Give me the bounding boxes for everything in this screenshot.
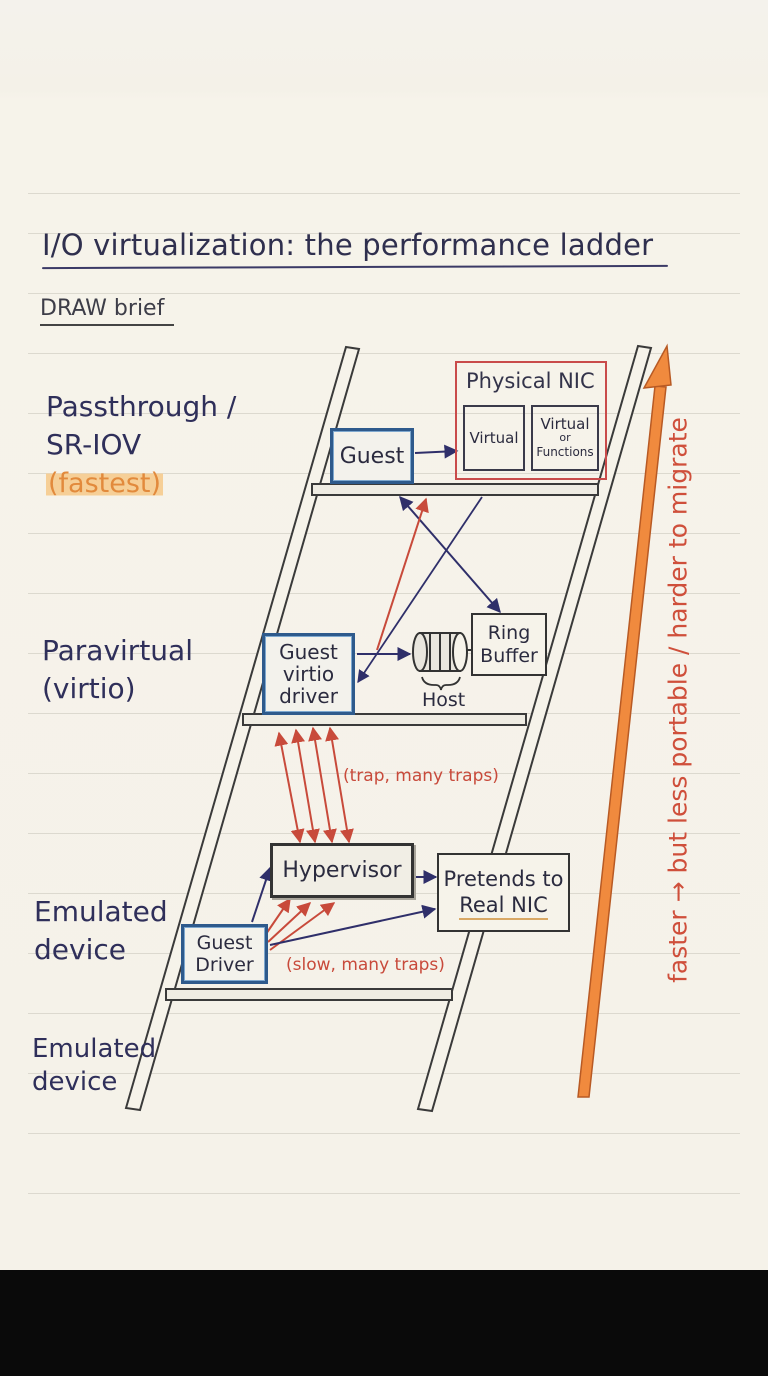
trap-arrows bbox=[274, 726, 354, 844]
level-label-line: Emulated bbox=[34, 895, 168, 928]
ruled-line bbox=[28, 293, 740, 294]
guest-virtio-driver-box: Guest virtio driver bbox=[262, 633, 355, 715]
box-line: Guest bbox=[196, 932, 253, 954]
physical-nic-box bbox=[455, 361, 607, 480]
box-line: Ring bbox=[487, 621, 531, 644]
pretends-real-nic-box: Pretends to Real NIC bbox=[437, 853, 570, 932]
arrow-driver-to-hypervisor bbox=[251, 866, 273, 923]
ruled-line bbox=[28, 533, 740, 534]
ruled-line bbox=[28, 593, 740, 594]
nic-virtual-functions-cell: Virtual or Functions bbox=[531, 405, 599, 471]
level-label-passthrough: Passthrough / SR-IOV bbox=[46, 388, 236, 464]
host-label: Host bbox=[422, 689, 466, 711]
arrow-guest-to-nic bbox=[414, 444, 459, 459]
nic-virtual-cell: Virtual bbox=[463, 405, 525, 471]
box-line: virtio bbox=[282, 662, 335, 686]
ruled-line bbox=[28, 1013, 740, 1014]
level-label-line: device bbox=[32, 1067, 118, 1097]
ruled-line bbox=[28, 1073, 740, 1074]
ruled-line bbox=[28, 833, 740, 834]
ruled-line bbox=[28, 1133, 740, 1134]
bottom-dark-band bbox=[0, 1270, 768, 1376]
page-title: I/O virtualization: the performance ladd… bbox=[42, 228, 654, 262]
nic-cell-line: Virtual bbox=[540, 415, 590, 433]
level-label-line: Passthrough / bbox=[46, 390, 237, 423]
rung-bottom bbox=[165, 988, 453, 1001]
ruled-line bbox=[28, 193, 740, 194]
level-label-emulated-lower: Emulated device bbox=[32, 1033, 156, 1099]
page-subtitle: DRAW brief bbox=[40, 296, 165, 321]
level-label-line: Paravirtual bbox=[42, 634, 193, 667]
level-label-line: Emulated bbox=[32, 1034, 157, 1064]
ruled-line bbox=[28, 1193, 740, 1194]
box-line: Pretends to bbox=[443, 866, 564, 891]
ruled-line bbox=[28, 953, 740, 954]
hypervisor-box: Hypervisor bbox=[270, 843, 414, 898]
performance-axis-label: faster → but less portable / harder to m… bbox=[663, 417, 693, 983]
rung-middle bbox=[242, 713, 527, 726]
box-line: Buffer bbox=[480, 644, 538, 667]
ring-buffer-box: Ring Buffer bbox=[471, 613, 547, 676]
rung-top bbox=[311, 483, 599, 496]
box-line: driver bbox=[279, 684, 338, 708]
host-brace bbox=[421, 676, 461, 691]
fastest-note: (fastest) bbox=[46, 468, 164, 499]
level-label-line: (virtio) bbox=[42, 672, 136, 705]
guest-box-top: Guest bbox=[330, 428, 414, 484]
physical-nic-title: Physical NIC bbox=[466, 369, 595, 393]
level-label-line: device bbox=[34, 933, 126, 966]
performance-axis-arrow bbox=[577, 343, 672, 1098]
arrow-driver-to-pretends bbox=[269, 904, 437, 946]
guest-driver-box: Guest Driver bbox=[181, 924, 268, 984]
ladder-left-rail bbox=[124, 345, 361, 1112]
nic-cell-line: Functions bbox=[536, 445, 594, 459]
box-line: Real NIC bbox=[459, 892, 548, 920]
ruled-line bbox=[28, 773, 740, 774]
host-queue-cylinder bbox=[412, 632, 468, 672]
box-line: Driver bbox=[195, 954, 254, 976]
ruled-line bbox=[28, 353, 740, 354]
nic-cell-line: or bbox=[559, 431, 571, 444]
arrow-blue-nic-to-virtio bbox=[357, 496, 483, 684]
arrow-guest-to-ring bbox=[399, 495, 501, 614]
slow-annotation: (slow, many traps) bbox=[286, 955, 445, 975]
level-label-emulated-upper: Emulated device bbox=[34, 893, 168, 969]
level-label-paravirtual: Paravirtual (virtio) bbox=[42, 632, 193, 708]
notebook-page bbox=[0, 0, 768, 1270]
level-label-line: SR-IOV bbox=[46, 428, 142, 461]
subtitle-underline bbox=[40, 324, 174, 326]
trap-annotation: (trap, many traps) bbox=[343, 766, 499, 786]
ruled-line bbox=[28, 413, 740, 414]
arrows-driver-red-traps bbox=[265, 897, 336, 951]
ruled-line bbox=[28, 233, 740, 234]
box-line: Guest bbox=[279, 640, 338, 664]
arrow-red-virtio-to-top bbox=[376, 497, 429, 651]
